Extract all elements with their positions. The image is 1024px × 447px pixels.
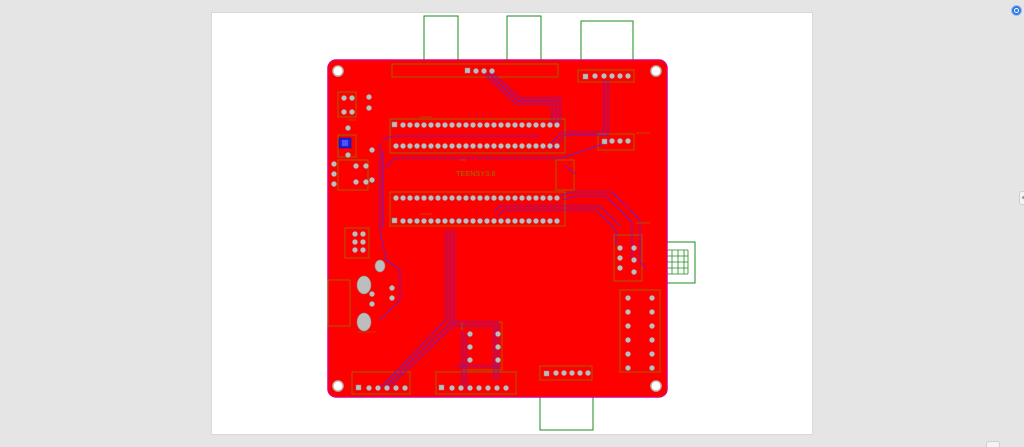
pcb-traces bbox=[379, 72, 647, 389]
header-pads bbox=[331, 67, 655, 391]
pcb-board-outline bbox=[327, 59, 668, 398]
smd-component bbox=[338, 137, 352, 149]
silkscreen-marks bbox=[348, 116, 650, 333]
pcb-board-view[interactable]: TEENSY3.6 bbox=[212, 13, 812, 434]
panel-toggle-icon[interactable] bbox=[1019, 191, 1024, 205]
oval-pads bbox=[356, 259, 386, 332]
bottom-panel-handle[interactable] bbox=[986, 441, 1000, 447]
board-name-label: TEENSY3.6 bbox=[456, 171, 496, 178]
notification-icon[interactable] bbox=[1011, 5, 1022, 16]
mounting-holes bbox=[332, 65, 662, 392]
